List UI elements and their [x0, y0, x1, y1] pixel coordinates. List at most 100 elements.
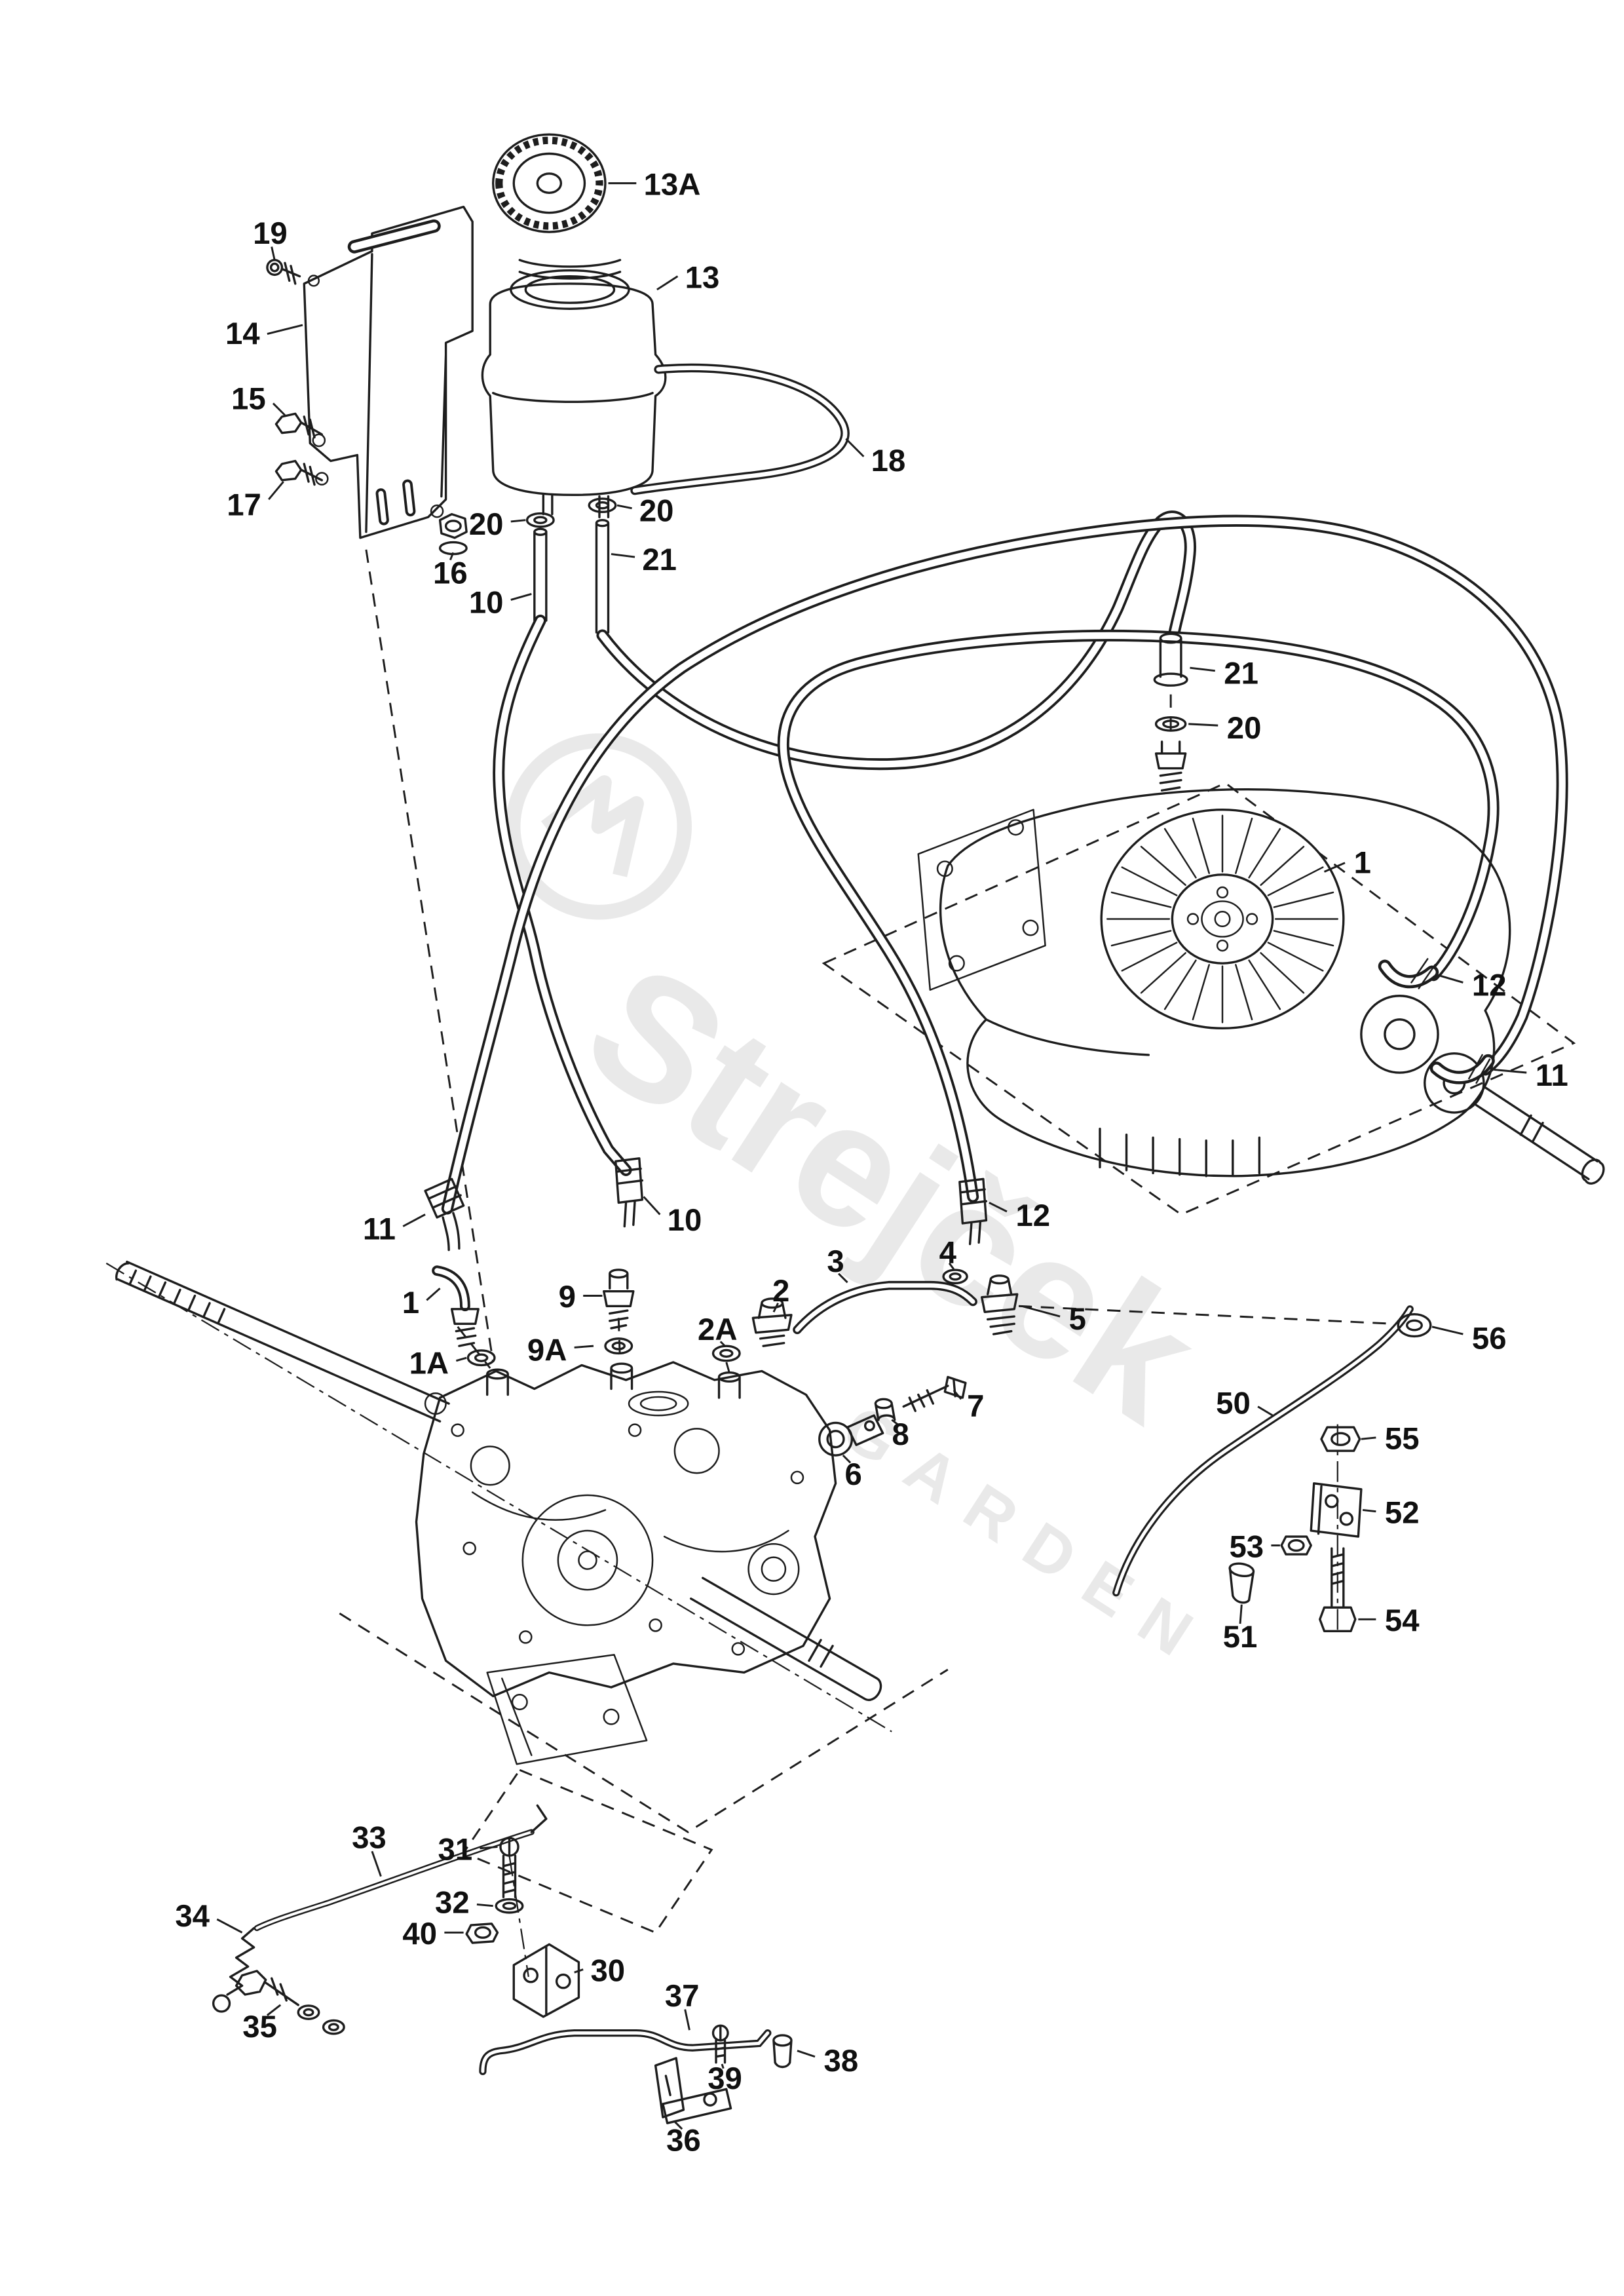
part-label-11: 11: [363, 1212, 396, 1247]
part-label-39: 39: [708, 2061, 742, 2096]
part-label-56: 56: [1472, 1321, 1507, 1356]
bracket-assembly: [266, 205, 474, 556]
o-ring-2A: [711, 1345, 741, 1362]
leader-line-11: [1494, 1069, 1527, 1074]
leader-line-4: [948, 1262, 955, 1270]
part-label-52: 52: [1385, 1495, 1420, 1530]
left-transaxle-details: [424, 1392, 804, 1656]
spring-34: [212, 1926, 255, 2013]
leader-line-15: [272, 402, 286, 416]
clamp-plate-52: [1310, 1482, 1363, 1538]
part-label-51: 51: [1223, 1620, 1258, 1655]
cap-38: [772, 2034, 793, 2069]
part-label-38: 38: [824, 2044, 859, 2078]
part-label-17: 17: [227, 488, 261, 523]
leader-line-51: [1239, 1604, 1243, 1624]
leader-line-52: [1362, 1508, 1376, 1513]
screw-19: [266, 259, 301, 285]
cable-end-hook: [530, 1804, 548, 1833]
part-label-21: 21: [642, 543, 677, 577]
part-label-20: 20: [639, 494, 674, 529]
leader-line-55: [1361, 1436, 1376, 1440]
leader-line-36: [673, 2120, 683, 2130]
reservoir-assembly: [481, 133, 850, 634]
leader-line-17: [268, 481, 284, 501]
o-ring-1A: [466, 1349, 496, 1367]
part-label-20: 20: [1227, 711, 1262, 746]
reservoir-cap-13A: [492, 133, 607, 233]
elbow-fitting-1-inner: [434, 1268, 468, 1309]
part-label-10: 10: [469, 585, 504, 620]
phantom-lines: [105, 549, 1576, 1978]
screw-15: [274, 412, 323, 439]
leader-line-6: [842, 1454, 852, 1464]
left-transaxle-housing: [415, 1361, 837, 1698]
fitting-9: [603, 1269, 635, 1330]
bracket-slot-inner: [350, 222, 438, 251]
left-transaxle-pulley: [628, 1390, 689, 1417]
top-port-fitting-21-20: [1153, 632, 1188, 792]
leader-line-32: [476, 1904, 493, 1907]
screw-17: [274, 459, 323, 486]
part-label-53: 53: [1229, 1529, 1264, 1564]
leader-line-20: [1188, 723, 1218, 727]
bypass-rod-50-inner: [1114, 1307, 1412, 1595]
nut-40: [465, 1923, 499, 1944]
bracket-36: [654, 2057, 732, 2124]
hose-end-10: [614, 1157, 644, 1228]
leader-line-33: [371, 1850, 382, 1877]
part-label-12: 12: [1472, 968, 1507, 1003]
leader-line-1A: [455, 1356, 467, 1362]
centerlines: [105, 1262, 1338, 1978]
bracket-30: [512, 1943, 580, 2018]
leader-line-7: [953, 1389, 962, 1400]
nut-16: [438, 512, 468, 556]
part-label-9: 9: [559, 1280, 576, 1314]
grommet-56: [1397, 1313, 1432, 1338]
leader-line-31: [480, 1846, 498, 1850]
part-label-4: 4: [939, 1236, 957, 1271]
hose-end-12: [958, 1177, 988, 1246]
nut-53: [1280, 1535, 1312, 1556]
mounting-bracket-14: [303, 205, 474, 539]
leader-line-16: [449, 552, 455, 561]
leader-line-1: [1323, 862, 1346, 873]
bypass-rod-assembly: [1112, 1305, 1432, 1633]
leader-line-8: [891, 1419, 899, 1425]
rubber-cap-51: [1228, 1562, 1255, 1604]
fitting-2: [751, 1297, 793, 1347]
link-rod-37-inner: [481, 2031, 770, 2073]
part-label-36: 36: [666, 2124, 701, 2158]
vent-hose-18-inner: [632, 366, 848, 493]
elbow-1-hex-threads: [450, 1308, 480, 1347]
leader-line-10: [643, 1196, 661, 1215]
left-transaxle-phantom-lines: [339, 1613, 949, 1833]
leader-line-14: [267, 324, 303, 335]
watermark-brand-text: Strejček: [555, 926, 1231, 1460]
spacer-8: [874, 1398, 896, 1421]
part-label-18: 18: [871, 444, 906, 478]
washer-20-left: [525, 512, 555, 528]
leader-line-21: [1190, 666, 1215, 672]
bolt-washer-set-35: [235, 1970, 345, 2035]
hose-11-run-inner: [444, 517, 1566, 1212]
assembly-alignment-dashes: [365, 549, 1394, 1373]
fan-hub-bolts: [1186, 886, 1258, 952]
leader-line-13: [656, 275, 679, 291]
axle-shaft: [115, 1260, 882, 1702]
part-label-13A: 13A: [644, 167, 701, 202]
part-label-21: 21: [1224, 657, 1258, 691]
part-label-3: 3: [827, 1244, 844, 1279]
part-label-12: 12: [1016, 1198, 1051, 1233]
part-label-37: 37: [665, 1979, 700, 2014]
leader-line-21: [611, 553, 635, 558]
left-transaxle-ports: [486, 1362, 741, 1399]
part-label-1A: 1A: [409, 1347, 449, 1381]
leader-line-2: [772, 1303, 779, 1312]
part-label-50: 50: [1216, 1387, 1251, 1421]
part-label-2: 2: [772, 1274, 789, 1309]
leader-line-1: [426, 1288, 441, 1301]
part-label-33: 33: [352, 1820, 387, 1855]
